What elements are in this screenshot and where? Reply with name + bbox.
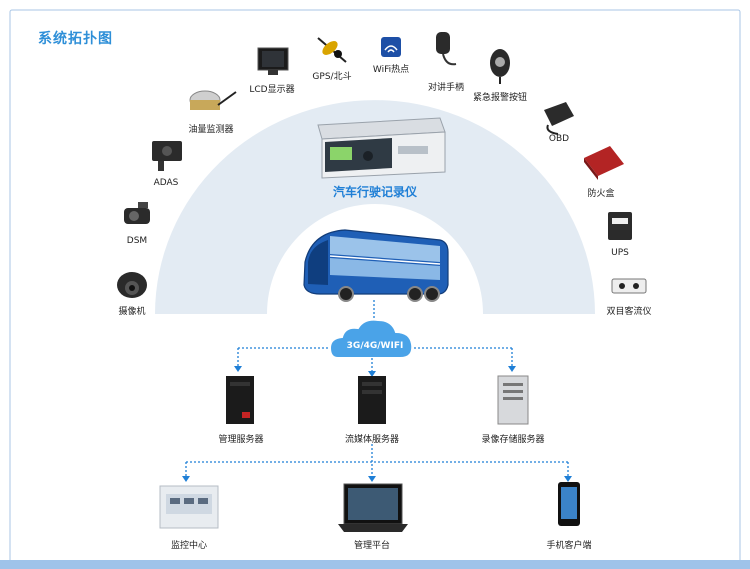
- adas-label: ADAS: [153, 178, 179, 188]
- obd-connector-icon: [544, 102, 574, 135]
- arrow-heads: [182, 366, 572, 482]
- gps-label: GPS/北斗: [312, 72, 352, 82]
- management-platform-label: 管理平台: [353, 541, 391, 551]
- camera-label: 摄像机: [118, 307, 146, 317]
- lcd-monitor-icon: [257, 47, 289, 75]
- monitor-center-label: 监控中心: [170, 541, 208, 551]
- management-server-icon: [226, 376, 254, 424]
- passenger-counter-icon: [611, 278, 647, 294]
- diagram-title: 系统拓扑图: [38, 31, 113, 47]
- mobile-client-icon: [558, 482, 580, 526]
- fuel-sensor-icon: [189, 90, 237, 110]
- ups-label: UPS: [611, 248, 629, 258]
- fuel-sensor-label: 油量监测器: [188, 125, 234, 135]
- gps-antenna-icon: [317, 37, 347, 63]
- obd-label: OBD: [548, 134, 570, 144]
- dvr-device: [317, 117, 446, 179]
- fire-box-icon: [584, 146, 624, 180]
- fire-box-label: 防火盒: [587, 189, 615, 199]
- handset-label: 对讲手柄: [427, 83, 465, 93]
- management-server-label: 管理服务器: [218, 435, 264, 445]
- alarm-button-icon: [490, 49, 510, 84]
- mobile-client-label: 手机客户端: [546, 541, 592, 551]
- cloud-icon: [328, 318, 414, 359]
- wifi-label: WiFi热点: [372, 65, 410, 75]
- passenger-counter-label: 双目客流仪: [606, 307, 652, 317]
- arc-band: [155, 100, 595, 314]
- monitor-center-icon: [159, 485, 219, 529]
- bus-icon: [303, 229, 449, 302]
- wifi-hotspot-icon: [381, 37, 401, 57]
- camera-icon: [117, 272, 147, 298]
- handset-icon: [436, 32, 457, 66]
- lcd-monitor-label: LCD显示器: [249, 85, 295, 95]
- dvr-label: 汽车行驶记录仪: [332, 185, 418, 199]
- streaming-server-label: 流媒体服务器: [344, 435, 400, 445]
- dsm-icon: [124, 202, 150, 224]
- alarm-button-label: 紧急报警按钮: [472, 93, 528, 103]
- adas-icon: [152, 141, 182, 171]
- ups-icon: [608, 212, 632, 240]
- management-platform-icon: [338, 483, 408, 532]
- connector-lines: [185, 300, 569, 478]
- storage-server-label: 录像存储服务器: [481, 435, 545, 445]
- bottom-band: [0, 560, 750, 569]
- dsm-label: DSM: [126, 236, 148, 246]
- storage-server-icon: [497, 375, 529, 425]
- streaming-server-icon: [358, 376, 386, 424]
- cloud-label: 3G/4G/WIFI: [346, 341, 404, 351]
